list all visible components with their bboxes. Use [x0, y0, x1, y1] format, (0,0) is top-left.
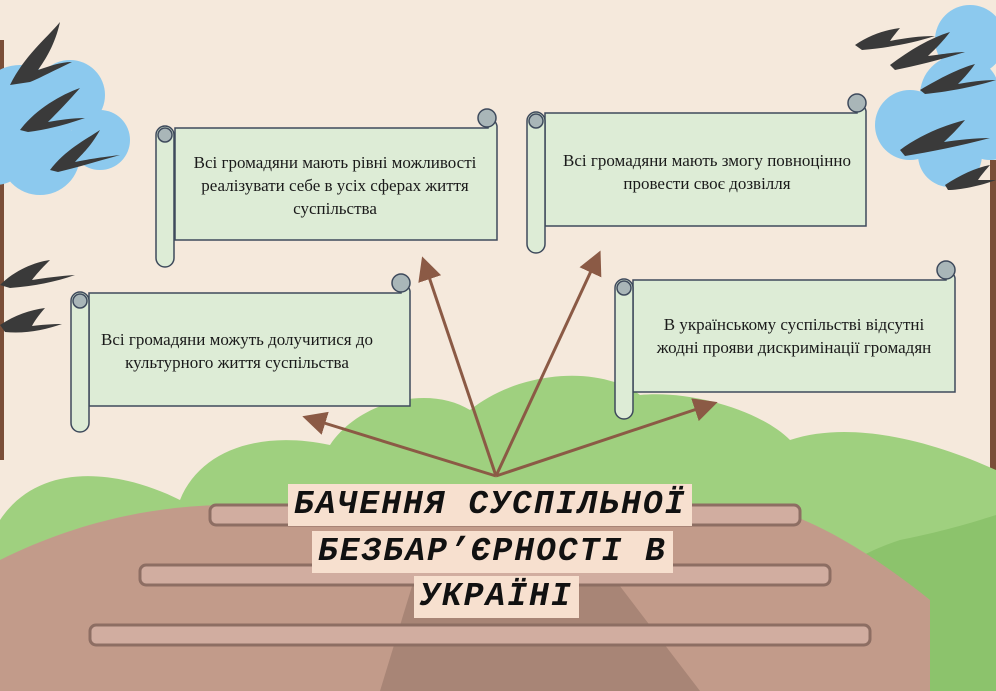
arrow-icon — [302, 411, 497, 478]
arrow-icon — [418, 256, 498, 477]
right-tree-trunk — [990, 160, 996, 560]
arrows — [302, 250, 718, 478]
arrow-icon — [494, 250, 602, 477]
title-line-1: БАЧЕННЯ СУСПІЛЬНОЇ — [288, 484, 693, 526]
scroll-text-leisure: Всі громадяни мають змогу повноцінно про… — [563, 151, 851, 193]
scroll-text-no-discrimination: В українському суспільстві відсутні жодн… — [656, 315, 932, 357]
scroll-text-equal-opportunities: Всі громадяни мають рівні можливості реа… — [193, 152, 477, 218]
title-line-3: УКРАЇНІ — [414, 576, 579, 618]
title-line-2: БЕЗБАР’ЄРНОСТІ В — [312, 531, 673, 573]
bird-icon — [0, 22, 996, 333]
cloud-icon — [0, 60, 130, 195]
arrow-icon — [495, 398, 718, 478]
scroll-text-cultural-life: Всі громадяни можуть долучитися до культ… — [101, 330, 373, 372]
left-tree-trunk — [0, 40, 4, 460]
